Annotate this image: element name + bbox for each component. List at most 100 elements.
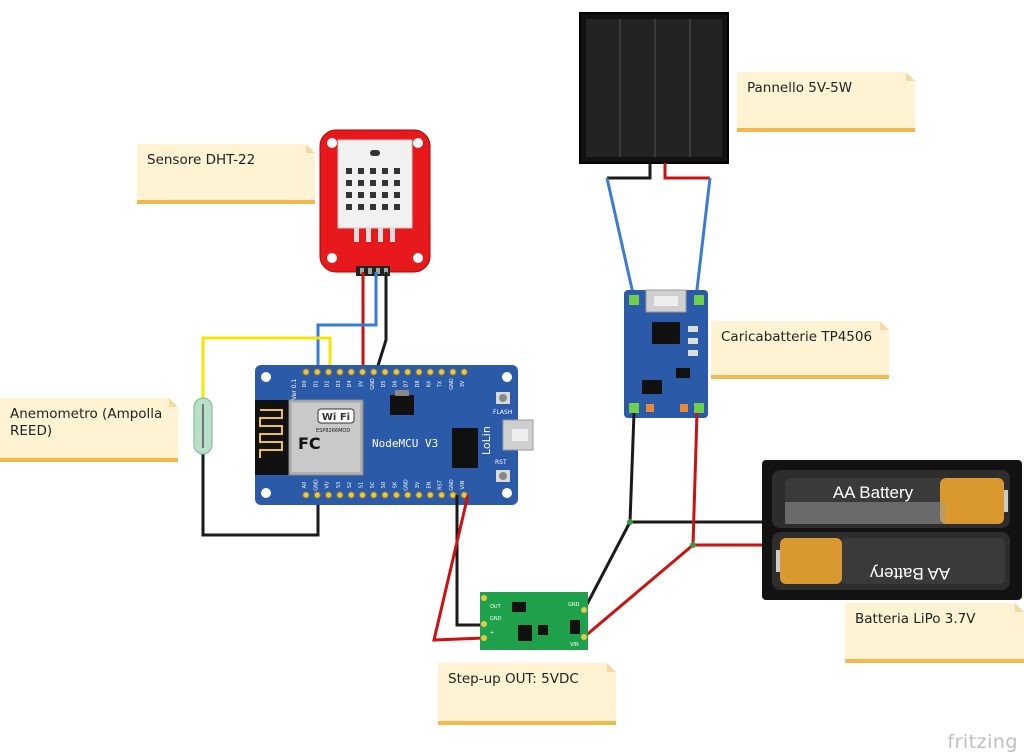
pin-label: GND [370, 378, 376, 390]
reed-switch [193, 397, 213, 455]
label-battery-text: Batteria LiPo 3.7V [855, 611, 976, 627]
pin-hole [347, 491, 355, 499]
pin-hole [415, 491, 423, 499]
flash-label: FLASH [493, 409, 512, 416]
pin-label: D6 [392, 380, 398, 387]
pin-label: SC [370, 481, 376, 488]
pin-hole [404, 491, 412, 499]
wifi-logo: Wi Fi [322, 412, 350, 423]
label-stepup: Step-up OUT: 5VDC [438, 663, 616, 721]
pin-hole [325, 368, 333, 376]
pin-hole [313, 368, 321, 376]
pin-hole [370, 491, 378, 499]
label-sensor: Sensore DHT-22 [137, 144, 315, 200]
wire-dht-blue [316, 272, 378, 372]
pin-label: GND [449, 378, 455, 390]
pin-hole [302, 368, 310, 376]
battery-label-top: AA Battery [833, 483, 914, 502]
stepup-module: OUT GND + GND VIN [480, 592, 588, 650]
stepup-pin-plus: + [490, 630, 494, 636]
wire-reed-yellow [201, 336, 332, 398]
pin-hole [359, 368, 366, 376]
pin-label: TX [438, 380, 444, 388]
label-charger: Caricabatterie TP4506 [711, 321, 889, 375]
nodemcu-board: Wi Fi FC ESP8266MOD NodeMCU V3 LoLin FLA… [255, 365, 534, 505]
charger-module [624, 289, 708, 418]
pin-hole [336, 491, 344, 499]
pin-label: VIN [460, 480, 466, 489]
pin-hole [302, 491, 310, 499]
pin-label: 3V [460, 380, 466, 387]
rst-label: RST [495, 459, 507, 466]
dht22-sensor [319, 129, 431, 276]
label-charger-text: Caricabatterie TP4506 [721, 329, 873, 345]
label-stepup-text: Step-up OUT: 5VDC [448, 671, 579, 687]
pin-label: D0 [302, 380, 308, 387]
pin-label: 3V [415, 481, 421, 488]
label-panel: Pannello 5V-5W [737, 72, 915, 128]
pin-label: D5 [381, 380, 387, 387]
pin-label: D4 [347, 380, 353, 387]
wire-stepup-black [582, 521, 632, 611]
stepup-pin-gnd-in: GND [568, 602, 580, 608]
fritzing-logo: fritzing [947, 731, 1018, 753]
wire-panel-red [663, 163, 710, 180]
pin-label: D7 [404, 380, 410, 387]
wire-stepup-red [583, 543, 694, 639]
label-panel-text: Pannello 5V-5W [747, 80, 853, 96]
pin-hole [460, 368, 468, 376]
pin-label: D3 [336, 380, 342, 387]
wire-board-stepup-red [432, 494, 485, 642]
stepup-pin-gnd: GND [490, 616, 502, 622]
board-name: NodeMCU V3 [372, 437, 438, 450]
label-anemometer: Anemometro (Ampolla REED) [0, 398, 178, 458]
pin-label: RX [426, 380, 432, 387]
solar-panel [579, 12, 729, 164]
stepup-pin-out: OUT [490, 604, 502, 610]
pin-label: D1 [313, 380, 319, 387]
module-name: ESP8266MOD [316, 428, 350, 434]
pin-label: D2 [325, 380, 331, 387]
stepup-pin-vin: VIN [570, 642, 579, 648]
pin-hole [359, 491, 366, 499]
fc-logo: FC [298, 434, 321, 453]
pin-hole [449, 491, 457, 499]
pin-hole [370, 368, 378, 376]
battery-label-bottom: AA Battery [869, 564, 950, 583]
wire-panel-black [607, 163, 652, 180]
pin-hole [325, 491, 333, 499]
pin-label: SK [392, 481, 398, 488]
label-sensor-text: Sensore DHT-22 [147, 152, 256, 168]
label-battery: Batteria LiPo 3.7V [845, 603, 1024, 659]
pin-label: GND [313, 479, 319, 491]
pin-hole [313, 491, 321, 499]
pin-label: GND [449, 479, 455, 491]
pin-label: S0 [381, 482, 387, 488]
wire-panel-blue-right [694, 177, 712, 299]
battery-holder: AA Battery AA Battery [762, 460, 1022, 600]
pin-hole [438, 368, 446, 376]
pin-hole [392, 491, 400, 499]
wire-charger-red [691, 412, 762, 547]
pin-hole [415, 368, 423, 376]
label-anemometer-text: Anemometro (Ampolla REED) [10, 406, 163, 439]
wire-board-stepup-black [455, 495, 484, 627]
pin-label: S1 [359, 482, 365, 488]
pin-label: GND [404, 479, 410, 491]
pin-hole [392, 368, 400, 376]
pin-label: RST [438, 479, 444, 490]
wire-reed-black [201, 453, 320, 537]
pin-label: A0 [302, 482, 308, 489]
pin-label: VU [325, 481, 331, 488]
version-label: Ver 0.1 [291, 379, 298, 400]
pin-hole [381, 491, 389, 499]
pin-hole [381, 368, 389, 376]
pin-label: 3V [359, 380, 365, 387]
pin-hole [426, 368, 434, 376]
pin-hole [404, 368, 412, 376]
pin-label: EN [426, 481, 432, 488]
board-brand: LoLin [480, 426, 493, 455]
